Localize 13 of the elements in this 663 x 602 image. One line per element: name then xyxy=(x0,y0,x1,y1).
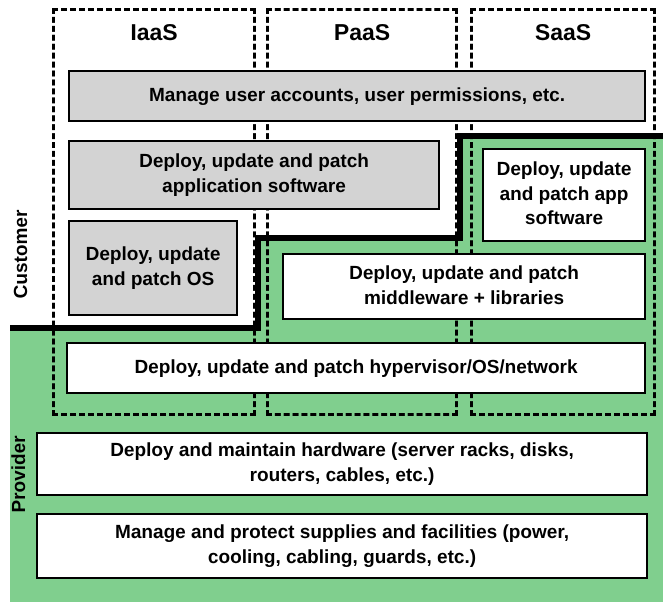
task-box: Deploy, update and patch app software xyxy=(482,148,646,242)
task-box: Manage and protect supplies and facilities (power, cooling, cabling, guards, etc.) xyxy=(36,513,648,579)
customer-task-box: Deploy, update and patch OS xyxy=(68,220,238,316)
column-heading: IaaS xyxy=(129,19,179,46)
side-label: Customer xyxy=(11,208,33,300)
customer-task-box: Deploy, update and patch application software xyxy=(68,140,440,210)
task-box: Deploy, update and patch hypervisor/OS/network xyxy=(66,342,646,394)
side-label: Provider xyxy=(9,434,31,515)
task-box: Deploy, update and patch middleware + libraries xyxy=(282,253,646,320)
task-box: Deploy and maintain hardware (server racks, disks, routers, cables, etc.) xyxy=(36,432,648,496)
column-heading: SaaS xyxy=(534,19,592,46)
customer-task-box: Manage user accounts, user permissions, etc. xyxy=(68,70,646,122)
column-heading: PaaS xyxy=(332,19,392,46)
